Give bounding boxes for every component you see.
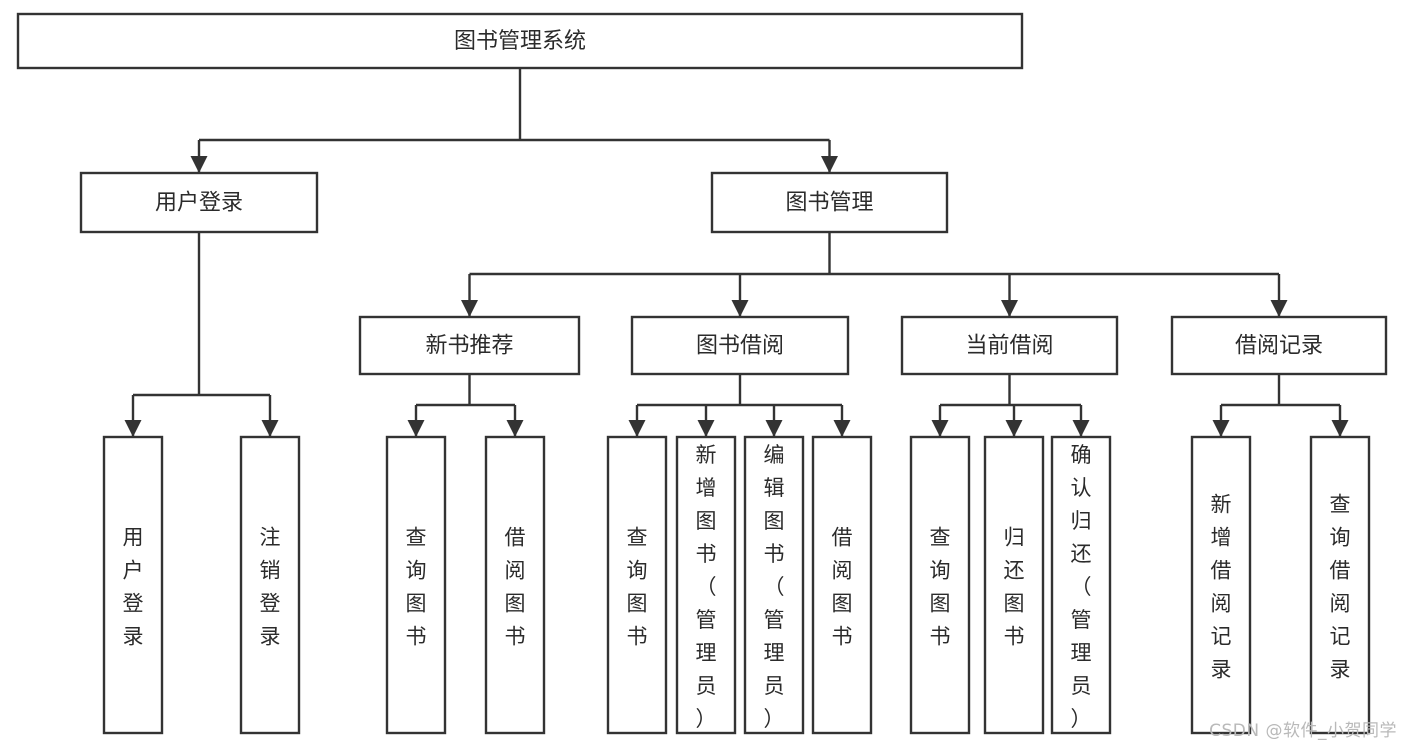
node-leaf-5-label: 新增图书（管理员）: [696, 443, 717, 731]
node-leaf-9-rect[interactable]: [983, 435, 1045, 735]
node-leaf-8[interactable]: 查询图书: [909, 435, 971, 735]
node-leaf-2[interactable]: 查询图书: [385, 435, 447, 735]
node-leaf-3-rect[interactable]: [484, 435, 546, 735]
node-l3-1-rect[interactable]: [630, 315, 850, 376]
node-l3-0-rect[interactable]: [358, 315, 581, 376]
edge-book-mgmt-arrow-1: [731, 300, 749, 317]
edge-book-mgmt-arrow-0: [461, 300, 478, 317]
node-l2-1-rect[interactable]: [710, 171, 949, 234]
edge-root-arrow-0: [190, 156, 208, 173]
node-root-system-rect[interactable]: [16, 12, 1024, 70]
edge-user-login-arrow-1: [261, 420, 279, 437]
node-leaf-10-rect[interactable]: [1050, 435, 1112, 735]
node-leaf-1-rect[interactable]: [239, 435, 301, 735]
node-leaf-12-rect[interactable]: [1309, 435, 1371, 735]
node-l2-1[interactable]: 图书管理: [710, 171, 949, 234]
node-l2-0-rect[interactable]: [79, 171, 319, 234]
node-leaf-10[interactable]: 确认归还（管理员）: [1050, 435, 1112, 735]
edge-user-login-arrow-0: [124, 420, 142, 437]
node-l3-3[interactable]: 借阅记录: [1170, 315, 1388, 376]
node-leaf-1-label: 注销登录: [260, 526, 281, 649]
node-leaf-1[interactable]: 注销登录: [239, 435, 301, 735]
node-root-system[interactable]: 图书管理系统: [16, 12, 1024, 70]
edge-current-arrow-2: [1072, 420, 1090, 437]
node-leaf-4-label: 查询图书: [627, 526, 648, 649]
node-leaf-7-rect[interactable]: [811, 435, 873, 735]
node-leaf-2-rect[interactable]: [385, 435, 447, 735]
boxes-layer: 图书管理系统用户登录图书管理新书推荐图书借阅当前借阅借阅记录用户登录注销登录查询…: [16, 12, 1388, 735]
node-leaf-8-label: 查询图书: [930, 526, 951, 649]
node-leaf-12-label: 查询借阅记录: [1330, 493, 1351, 682]
node-leaf-4[interactable]: 查询图书: [606, 435, 668, 735]
node-l3-0[interactable]: 新书推荐: [358, 315, 581, 376]
node-leaf-9-label: 归还图书: [1004, 526, 1025, 649]
node-leaf-4-rect[interactable]: [606, 435, 668, 735]
node-l3-0-label: 新书推荐: [425, 334, 513, 359]
node-leaf-6-rect[interactable]: [743, 435, 805, 735]
edge-book-mgmt-arrow-2: [1001, 300, 1018, 317]
node-leaf-2-label: 查询图书: [406, 526, 427, 649]
node-leaf-7-label: 借阅图书: [832, 526, 853, 649]
node-leaf-11-rect[interactable]: [1190, 435, 1252, 735]
node-l3-2-rect[interactable]: [900, 315, 1119, 376]
edge-record-arrow-1: [1331, 420, 1349, 437]
node-l3-2-label: 当前借阅: [965, 334, 1053, 359]
node-leaf-12[interactable]: 查询借阅记录: [1309, 435, 1371, 735]
edge-borrow-arrow-2: [765, 420, 783, 437]
node-leaf-7[interactable]: 借阅图书: [811, 435, 873, 735]
edge-record-arrow-0: [1212, 420, 1230, 437]
node-l3-3-label: 借阅记录: [1235, 334, 1323, 359]
node-leaf-6-label: 编辑图书（管理员）: [764, 443, 785, 731]
node-leaf-5-rect[interactable]: [675, 435, 737, 735]
node-leaf-3[interactable]: 借阅图书: [484, 435, 546, 735]
watermark-label: CSDN @软件_小贺同学: [1209, 721, 1397, 741]
edge-current-arrow-0: [931, 420, 949, 437]
edge-current-arrow-1: [1005, 420, 1023, 437]
edge-new-book-arrow-0: [407, 420, 425, 437]
node-leaf-11[interactable]: 新增借阅记录: [1190, 435, 1252, 735]
node-leaf-8-rect[interactable]: [909, 435, 971, 735]
node-leaf-0-rect[interactable]: [102, 435, 164, 735]
node-l3-1-label: 图书借阅: [696, 334, 784, 359]
node-leaf-11-label: 新增借阅记录: [1211, 493, 1232, 682]
node-leaf-5[interactable]: 新增图书（管理员）: [675, 435, 737, 735]
node-l3-3-rect[interactable]: [1170, 315, 1388, 376]
edge-book-mgmt-arrow-3: [1270, 300, 1288, 317]
edge-borrow-arrow-0: [628, 420, 646, 437]
node-l3-2[interactable]: 当前借阅: [900, 315, 1119, 376]
node-leaf-9[interactable]: 归还图书: [983, 435, 1045, 735]
edge-borrow-arrow-1: [697, 420, 715, 437]
edge-new-book-arrow-1: [506, 420, 524, 437]
node-l2-1-label: 图书管理: [785, 191, 873, 216]
node-leaf-0[interactable]: 用户登录: [102, 435, 164, 735]
node-l2-0[interactable]: 用户登录: [79, 171, 319, 234]
node-l3-1[interactable]: 图书借阅: [630, 315, 850, 376]
edge-borrow-arrow-3: [833, 420, 851, 437]
node-l2-0-label: 用户登录: [155, 191, 243, 216]
edge-root-arrow-1: [821, 156, 838, 173]
node-leaf-10-label: 确认归还（管理员）: [1071, 443, 1092, 731]
node-leaf-6[interactable]: 编辑图书（管理员）: [743, 435, 805, 735]
connectors-layer: [124, 68, 1349, 437]
node-leaf-3-label: 借阅图书: [505, 526, 526, 649]
node-root-system-label: 图书管理系统: [454, 29, 586, 54]
node-leaf-0-label: 用户登录: [123, 526, 144, 649]
